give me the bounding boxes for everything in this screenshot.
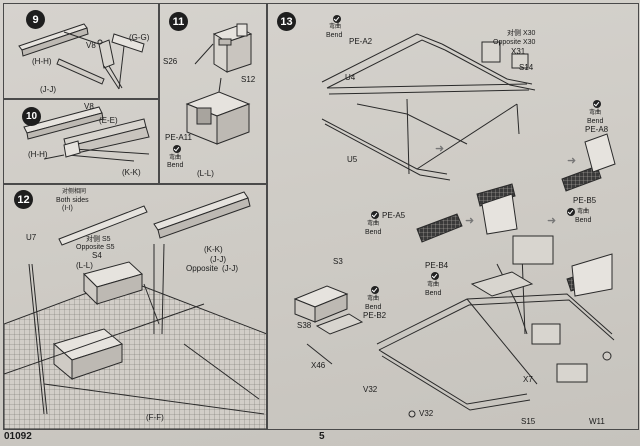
label-s5-cn: 对侧 S5 xyxy=(86,236,111,243)
label-bend-cn-a5: 弯曲 xyxy=(367,221,380,227)
page-number: 5 xyxy=(319,431,325,442)
label-i-i: (I-I) xyxy=(62,205,73,212)
label-bend: Bend xyxy=(167,162,184,169)
label-bend-a2: Bend xyxy=(326,32,343,39)
label-bend-cn-b4: 弯曲 xyxy=(427,282,440,288)
label-x46: X46 xyxy=(311,361,326,370)
bend-icon xyxy=(173,145,181,153)
label-bend-cn-a8: 弯曲 xyxy=(589,110,602,116)
direction-arrow: ➜ xyxy=(567,155,577,167)
step-13-panel: 13 弯曲 Bend PE-A2 对侧 X30 Opposite X30 X31… xyxy=(266,3,639,430)
label-s38: S38 xyxy=(297,321,312,330)
bend-icon-a8 xyxy=(593,100,601,108)
label-s15: S15 xyxy=(521,417,536,426)
label-s14: S14 xyxy=(519,63,534,72)
label-k-k: (K-K) xyxy=(204,245,223,254)
label-bend-a5: Bend xyxy=(365,229,382,236)
label-v8: V8 xyxy=(86,41,96,50)
label-opposite: Opposite xyxy=(186,264,219,273)
label-k-k: (K-K) xyxy=(122,168,141,177)
label-v32-b: V32 xyxy=(419,409,434,418)
label-x7: X7 xyxy=(523,375,533,384)
label-s3: S3 xyxy=(333,257,343,266)
step-11-number: 11 xyxy=(169,12,188,31)
label-s26: S26 xyxy=(163,57,178,66)
label-u7: U7 xyxy=(26,233,37,242)
step-10-panel: 10 V8 (E-E) (H-H) (K-K) xyxy=(3,98,160,185)
label-pe-b4: PE-B4 xyxy=(425,261,449,270)
label-u5: U5 xyxy=(347,155,358,164)
label-bend-b5: Bend xyxy=(575,217,592,224)
direction-arrow: ➜ xyxy=(435,143,445,155)
label-v32-a: V32 xyxy=(363,385,378,394)
label-s12: S12 xyxy=(241,75,256,84)
label-bend-cn-a2: 弯曲 xyxy=(329,24,342,30)
label-f-f: (F-F) xyxy=(146,413,164,422)
step-10-number: 10 xyxy=(22,107,41,126)
label-both-sides-cn: 对侧相同 xyxy=(62,189,87,195)
kit-number: 01092 xyxy=(4,431,32,442)
bend-icon-a2 xyxy=(333,15,341,23)
label-x31: X31 xyxy=(511,47,526,56)
step-11-panel: 11 S26 S12 PE-A11 弯曲 Bend (L-L) xyxy=(158,3,268,185)
label-x30-cn: 对侧 X30 xyxy=(507,30,536,37)
label-bend-b2: Bend xyxy=(365,304,382,311)
label-v8: V8 xyxy=(84,102,94,111)
label-pe-b5: PE-B5 xyxy=(573,196,597,205)
bend-icon-b4 xyxy=(431,272,439,280)
step-9-number: 9 xyxy=(26,10,45,29)
label-opposite-x30: Opposite X30 xyxy=(493,39,536,46)
label-bend-cn-b5: 弯曲 xyxy=(577,209,590,215)
step-9-panel: 9 V8 (G-G) (H-H) (J-J) xyxy=(3,3,160,100)
bend-icon-a5 xyxy=(371,211,379,219)
step-9-illustration xyxy=(18,23,145,90)
label-pe-a5: PE-A5 xyxy=(382,211,406,220)
label-h-h: (H-H) xyxy=(32,57,52,66)
label-opposite-s5: Opposite S5 xyxy=(76,244,115,251)
label-bend-b4: Bend xyxy=(425,290,442,297)
bend-icon-b5 xyxy=(567,208,575,216)
step-12-panel: 12 对侧相同 Both sides (I-I) U7 对侧 S5 Opposi… xyxy=(3,183,268,430)
label-e-e: (E-E) xyxy=(99,116,118,125)
label-w11: W11 xyxy=(589,417,605,426)
label-bend-cn-b2: 弯曲 xyxy=(367,296,380,302)
label-s4: S4 xyxy=(92,251,102,260)
step-10-illustration xyxy=(23,106,150,162)
direction-arrow: ➜ xyxy=(547,215,557,227)
label-pe-a11: PE-A11 xyxy=(165,133,192,142)
label-pe-b2: PE-B2 xyxy=(363,311,387,320)
label-g-g: (G-G) xyxy=(129,33,150,42)
direction-arrow: ➜ xyxy=(465,215,475,227)
label-pe-a8: PE-A8 xyxy=(585,125,609,134)
step-12-number: 12 xyxy=(14,190,33,209)
label-u4: U4 xyxy=(345,73,356,82)
label-l-l: (L-L) xyxy=(76,261,93,270)
step-12-illustration xyxy=(4,191,267,429)
label-both-sides: Both sides xyxy=(56,197,89,204)
label-j-j: (J-J) xyxy=(40,85,56,94)
bend-icon-b2 xyxy=(371,286,379,294)
label-pe-a2: PE-A2 xyxy=(349,37,373,46)
step-13-number: 13 xyxy=(277,12,296,31)
step-11-illustration xyxy=(185,23,253,145)
label-bend-cn: 弯曲 xyxy=(169,155,182,161)
label-j-j-2: (J-J) xyxy=(222,264,238,273)
label-h-h: (H-H) xyxy=(28,150,48,159)
step-13-illustration xyxy=(293,33,616,418)
label-l-l: (L-L) xyxy=(197,169,214,178)
label-bend-a8: Bend xyxy=(587,118,604,125)
label-j-j: (J-J) xyxy=(210,255,226,264)
